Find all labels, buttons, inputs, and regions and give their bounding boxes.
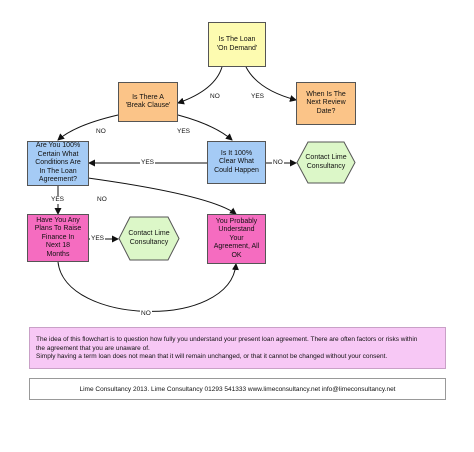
- edge-label-yes: YES: [140, 159, 156, 167]
- node-clear: Is It 100% Clear What Could Happen: [207, 141, 266, 184]
- edge-certain-understand: [87, 177, 237, 215]
- node-raise-finance: Have You Any Plans To Raise Finance In N…: [27, 214, 89, 262]
- node-on-demand: Is The Loan 'On Demand': [208, 22, 266, 67]
- node-contact-right: Contact Lime Consultancy: [296, 141, 356, 184]
- edge-label-no: NO: [140, 310, 152, 318]
- node-break-clause: Is There A 'Break Clause': [118, 82, 178, 122]
- explanation-note: The idea of this flowchart is to questio…: [29, 327, 446, 369]
- edge-label-no: NO: [209, 93, 221, 101]
- hexagon-shape: [118, 216, 180, 261]
- edge-break-certain: [57, 114, 119, 141]
- contact-label: Contact Lime Consultancy: [128, 230, 170, 246]
- node-review-date: When Is The Next Review Date?: [296, 82, 356, 125]
- contact-footer: Lime Consultancy 2013. Lime Consultancy …: [29, 378, 446, 400]
- node-certain: Are You 100% Certain What Conditions Are…: [27, 141, 89, 186]
- edge-label-yes: YES: [176, 128, 192, 136]
- edge-ondemand-review: [245, 66, 297, 102]
- edge-label-no: NO: [272, 159, 284, 167]
- edge-ondemand-breakclause: [177, 66, 223, 105]
- note-line: The idea of this flowchart is to questio…: [36, 336, 418, 343]
- edge-label-yes: YES: [250, 93, 266, 101]
- edge-label-yes: YES: [50, 196, 66, 204]
- edge-label-no: NO: [95, 128, 107, 136]
- node-understand: You Probably Understand Your Agreement, …: [207, 214, 266, 264]
- edge-break-clear: [177, 114, 233, 141]
- edge-raise-understand: [57, 261, 239, 312]
- note-line: Simply having a term loan does not mean …: [36, 353, 388, 360]
- edge-label-no: NO: [96, 196, 108, 204]
- contact-label: Contact Lime Consultancy: [305, 154, 347, 170]
- edge-label-yes: YES: [90, 235, 106, 243]
- node-contact-mid: Contact Lime Consultancy: [118, 216, 180, 261]
- note-line: the agreement that you are unaware of.: [36, 344, 150, 352]
- hexagon-shape: [296, 141, 356, 184]
